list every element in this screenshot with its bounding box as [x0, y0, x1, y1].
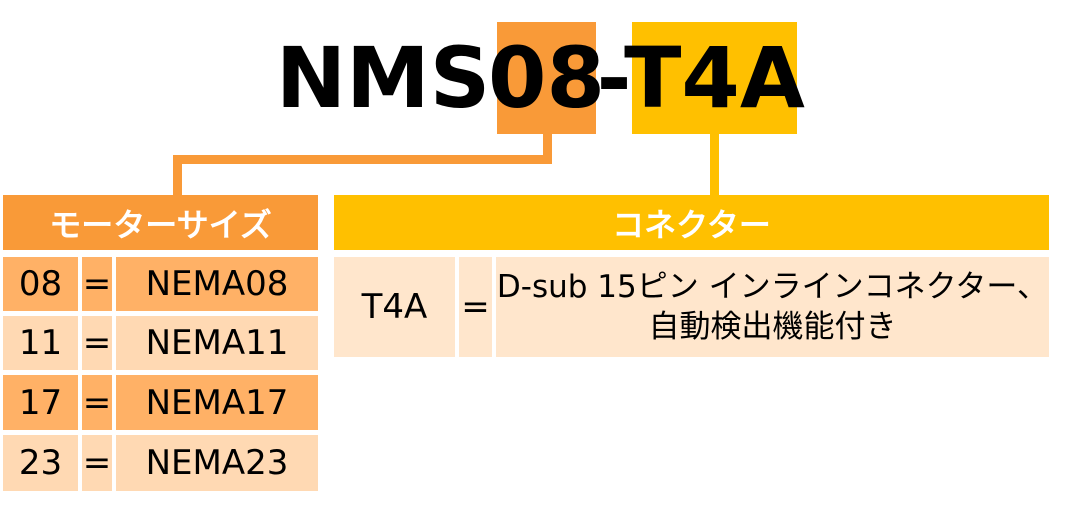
- connector-line: [710, 130, 719, 195]
- table-cell-code: 11: [3, 316, 78, 370]
- title-dash: -: [596, 29, 632, 127]
- description-line-2: 自動検出機能付き: [648, 309, 897, 345]
- title-connector-code: T4A: [624, 22, 805, 134]
- connector-description: D-sub 15ピン インラインコネクター、 自動検出機能付き: [496, 257, 1049, 357]
- table-cell-eq: =: [82, 257, 112, 311]
- connector-line: [173, 155, 552, 164]
- table-cell-eq: =: [82, 375, 112, 430]
- table-cell-code: 23: [3, 435, 78, 491]
- table-cell-eq: =: [82, 316, 112, 370]
- connector-line: [543, 131, 552, 164]
- title-prefix: NMS: [275, 29, 491, 127]
- table-cell-code: 17: [3, 375, 78, 430]
- description-line-1: D-sub 15ピン インラインコネクター、: [496, 269, 1049, 305]
- connector-line: [173, 155, 182, 195]
- title-size-code: 08: [488, 22, 605, 134]
- table-cell-value: NEMA08: [116, 257, 318, 311]
- table-cell-value: NEMA11: [116, 316, 318, 370]
- connector-header: コネクター: [334, 195, 1049, 250]
- connector-eq: =: [459, 257, 492, 357]
- table-cell-value: NEMA17: [116, 375, 318, 430]
- motor-size-header: モーターサイズ: [3, 195, 318, 250]
- table-cell-value: NEMA23: [116, 435, 318, 491]
- table-cell-eq: =: [82, 435, 112, 491]
- connector-code: T4A: [334, 257, 455, 357]
- table-cell-code: 08: [3, 257, 78, 311]
